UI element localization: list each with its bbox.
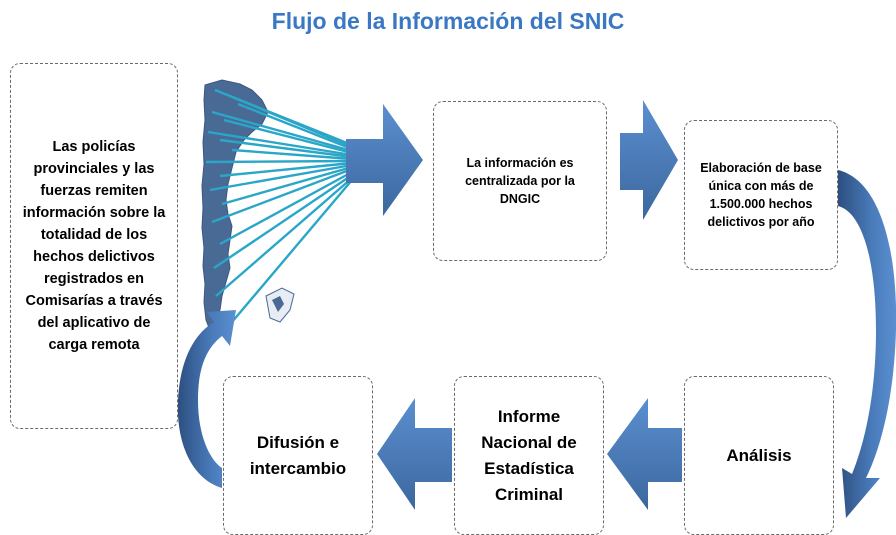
analisis-box: Análisis (684, 376, 834, 535)
curved-arrow-up (177, 310, 236, 488)
base-text: Elaboración de base única con más de 1.5… (700, 161, 822, 229)
analisis-text: Análisis (726, 445, 792, 465)
arrow-right-1 (346, 104, 423, 216)
base-box: Elaboración de base única con más de 1.5… (684, 120, 838, 270)
arrow-right-2 (620, 100, 678, 220)
informe-text: Informe Nacional de Estadística Criminal (481, 406, 577, 504)
informe-box: Informe Nacional de Estadística Criminal (454, 376, 604, 535)
policias-text: Las policías provinciales y las fuerzas … (22, 139, 166, 353)
argentina-map-icon (201, 79, 295, 332)
difusion-box: Difusión e intercambio (223, 376, 373, 535)
policias-box: Las policías provinciales y las fuerzas … (10, 63, 178, 429)
arrow-left-informe (377, 398, 452, 510)
arrow-left-analisis (607, 398, 682, 510)
data-flow-lines (205, 88, 353, 323)
centralizada-box: La información es centralizada por la DN… (433, 101, 607, 261)
curved-arrow-down (838, 170, 896, 518)
centralizada-text: La información es centralizada por la DN… (465, 156, 575, 206)
difusion-text: Difusión e intercambio (249, 432, 347, 478)
diagram-title: Flujo de la Información del SNIC (271, 8, 625, 34)
